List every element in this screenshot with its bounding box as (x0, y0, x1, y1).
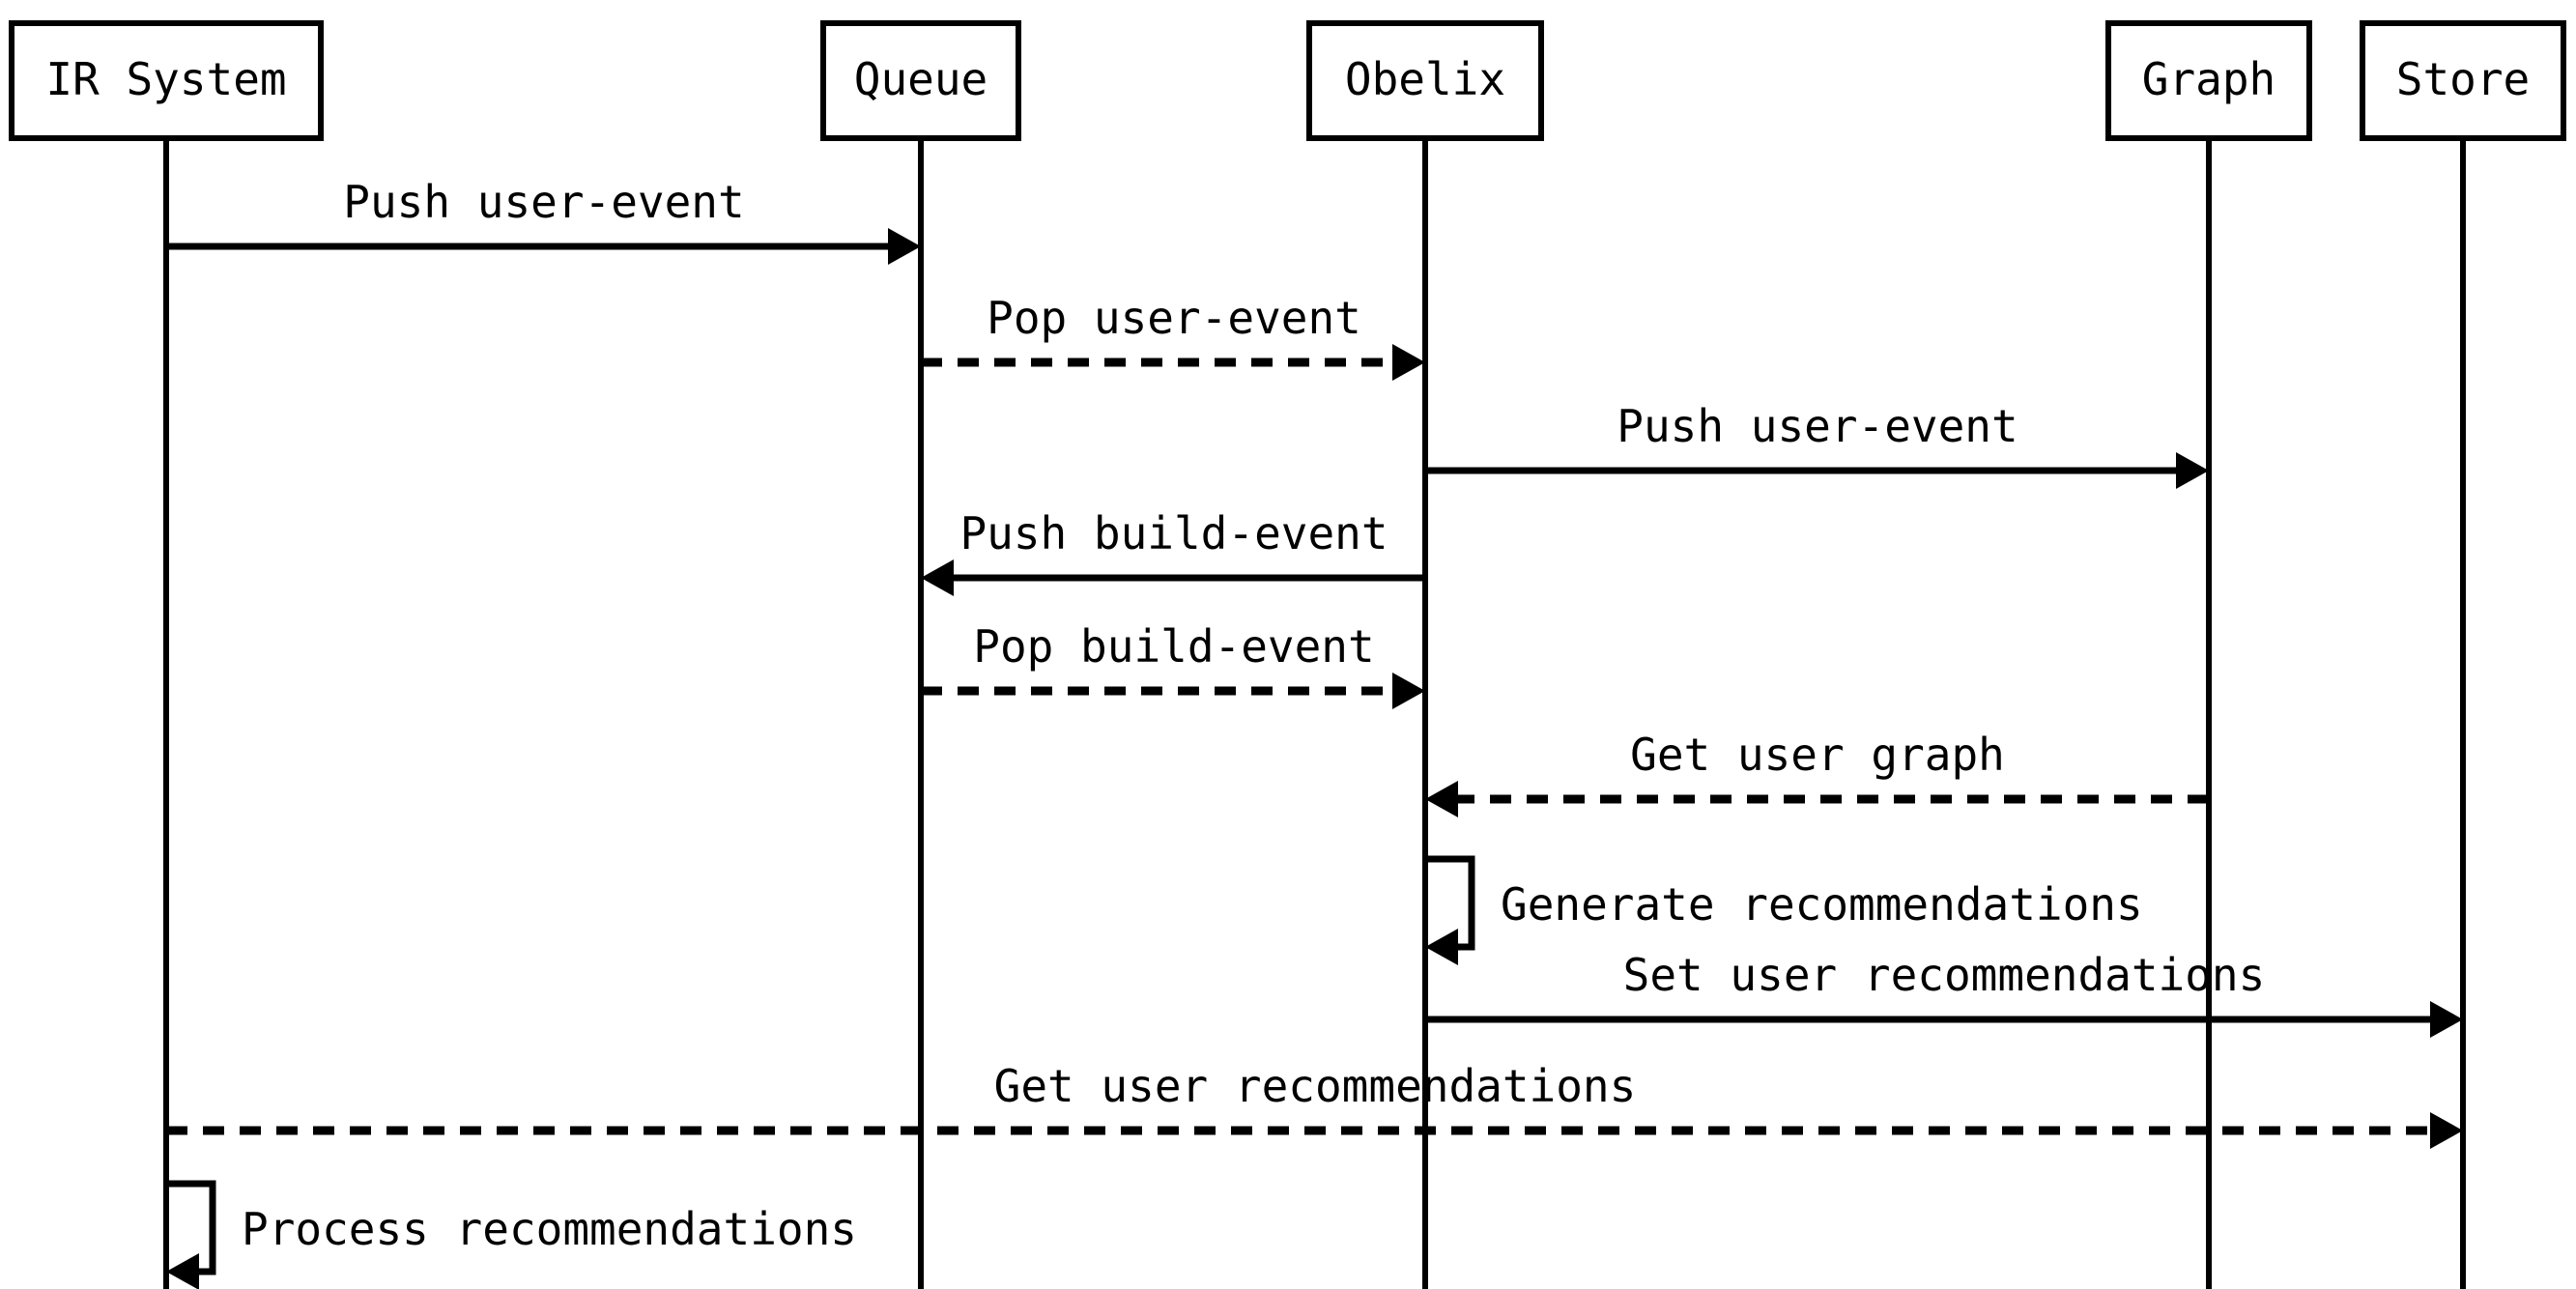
arrowhead-icon (888, 228, 921, 265)
participant-obelix[interactable]: Obelix (1306, 20, 1544, 141)
participant-box[interactable] (820, 20, 1021, 141)
participant-label: IR System (45, 53, 286, 105)
participant-store[interactable]: Store (2360, 20, 2566, 141)
message-3: Push user-event (1425, 400, 2209, 489)
participant-box[interactable] (2105, 20, 2312, 141)
message-label: Generate recommendations (1501, 878, 2143, 931)
message-label: Process recommendations (242, 1203, 857, 1255)
message-label: Push user-event (343, 176, 744, 228)
arrowhead-icon (921, 559, 954, 596)
participant-box[interactable] (2360, 20, 2566, 141)
participant-queue[interactable]: Queue (820, 20, 1021, 141)
lifelines-layer (163, 138, 2466, 1289)
message-8: Set user recommendations (1425, 949, 2463, 1038)
message-label: Push user-event (1617, 400, 2018, 452)
arrowhead-icon (1392, 344, 1425, 381)
arrowhead-icon (1392, 673, 1425, 709)
message-label: Pop build-event (973, 620, 1374, 673)
participant-ir[interactable]: IR System (9, 20, 324, 141)
message-9: Get user recommendations (166, 1060, 2463, 1149)
participant-label: Queue (854, 53, 987, 105)
self-loop-path (1425, 855, 1475, 951)
self-loop-path (166, 1180, 216, 1275)
message-4: Push build-event (921, 507, 1425, 596)
arrowhead-icon (2176, 452, 2209, 489)
participant-label: Obelix (1345, 53, 1505, 105)
participant-box[interactable] (9, 20, 324, 141)
message-label: Pop user-event (987, 292, 1361, 344)
arrowhead-icon (1425, 781, 1458, 817)
message-6: Get user graph (1425, 729, 2209, 817)
message-7: Generate recommendations (1425, 855, 2143, 965)
participant-label: Store (2396, 53, 2530, 105)
message-10: Process recommendations (166, 1180, 857, 1289)
arrowhead-icon (2430, 1001, 2463, 1038)
message-label: Push build-event (959, 507, 1388, 559)
message-label: Set user recommendations (1623, 949, 2266, 1001)
arrowhead-icon (1425, 929, 1458, 965)
participant-label: Graph (2142, 53, 2275, 105)
message-label: Get user graph (1630, 729, 2005, 781)
participants-layer: IR System Queue Obelix Graph Store (9, 20, 2566, 141)
message-1: Push user-event (166, 176, 921, 265)
arrowhead-icon (2430, 1112, 2463, 1149)
message-2: Pop user-event (921, 292, 1425, 381)
participant-box[interactable] (1306, 20, 1544, 141)
participant-graph[interactable]: Graph (2105, 20, 2312, 141)
arrowhead-icon (166, 1253, 199, 1289)
message-5: Pop build-event (921, 620, 1425, 709)
message-label: Get user recommendations (994, 1060, 1637, 1112)
